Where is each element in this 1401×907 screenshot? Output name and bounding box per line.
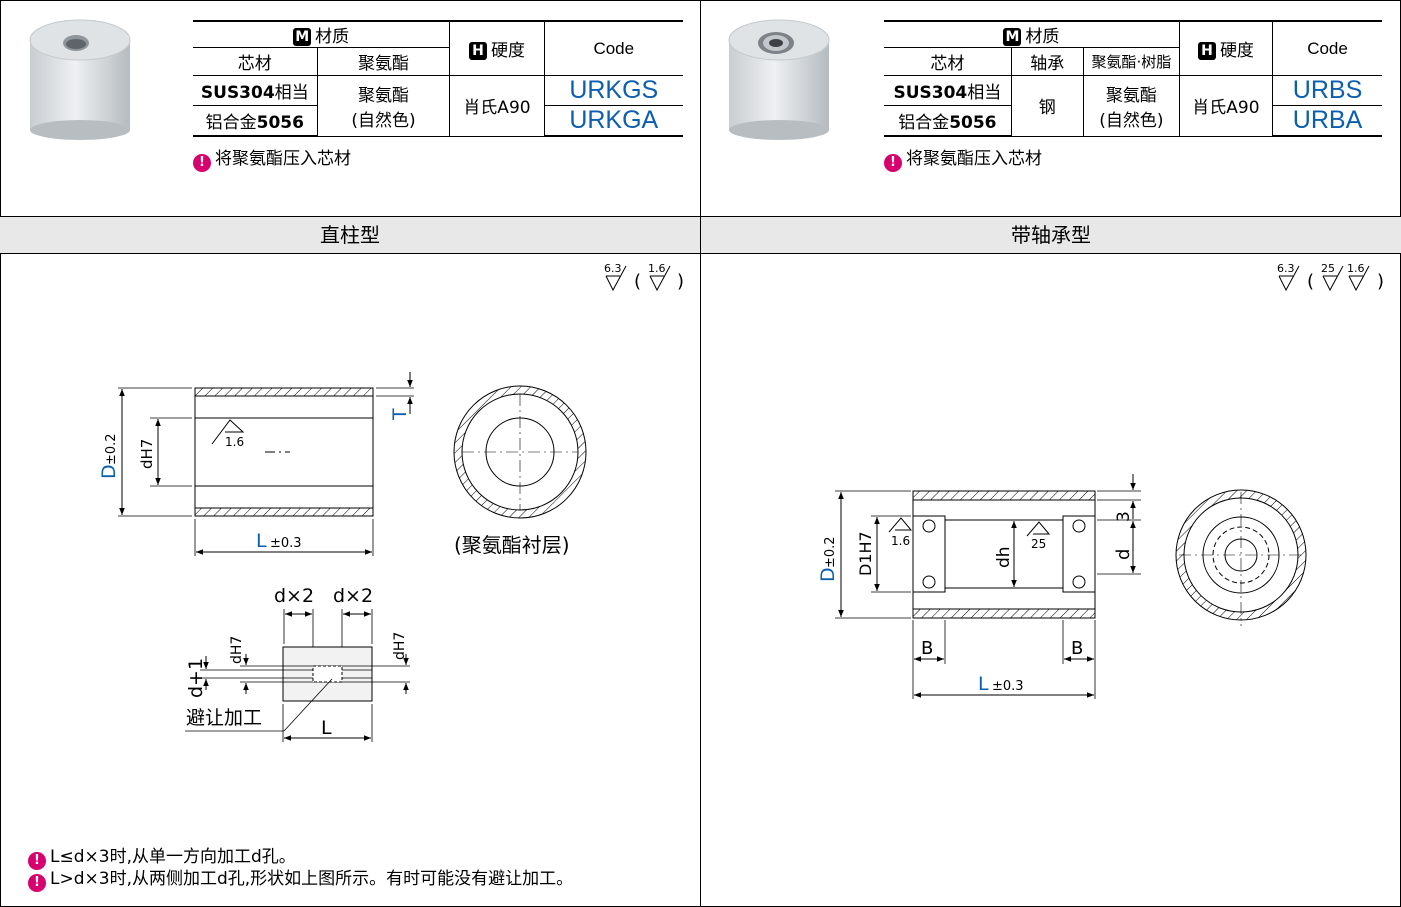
center-divider [700,0,701,907]
svg-text:d×2: d×2 [274,585,314,607]
material-badge: M [1003,28,1022,46]
svg-text:1.6: 1.6 [1347,262,1365,275]
hardness-value: 肖氏A90 [449,75,545,137]
warning-icon: ! [28,852,46,870]
drawing-straight: 6.3 ( 1.6 ) 1.6 D ±0.2 dH7 T L ±0.3 [98,262,684,742]
core-sus304: SUS304相当 [193,75,318,106]
bearing-end-view [1175,489,1307,626]
svg-text:(: ( [634,271,641,292]
caption-pu-lining: (聚氨酯衬层) [454,533,570,557]
svg-text:dh: dh [994,546,1014,568]
hardness-badge: H [468,42,487,60]
svg-text:1.6: 1.6 [648,262,666,275]
straight-end-view [453,385,587,519]
note-press-fit-left: !将聚氨酯压入芯材 [193,144,351,172]
dim-D1H7: D1H7 [856,531,875,576]
dim-dH7: dH7 [138,439,156,469]
section-title-bearing: 带轴承型 [1011,223,1091,247]
roughness-symbol: 6.3 ( 25 1.6 ) [1277,262,1384,292]
dim-B-right: B [1071,638,1083,659]
svg-text:±0.2: ±0.2 [823,536,838,568]
two-side-hole-detail: d×2 d×2 dH7 d+1 dH7 避让加工 L [185,585,410,742]
svg-text:6.3: 6.3 [604,262,622,275]
pu-value: 聚氨酯(自然色) [1082,75,1180,137]
svg-text:±0.3: ±0.3 [992,679,1024,694]
svg-text:L: L [256,530,267,552]
dim-d: d [1113,549,1134,560]
svg-text:D: D [98,464,120,479]
hardness-badge: H [1197,42,1216,60]
drawing-bearing: 6.3 ( 25 1.6 ) 1.6 25 dh D ±0.2 D1H7 [817,262,1384,699]
code-urkga: URKGA [543,105,683,137]
code-urba: URBA [1272,105,1382,137]
core-al5056: 铝合金5056 [884,105,1012,137]
svg-text:1.6: 1.6 [225,435,244,449]
svg-text:d×2: d×2 [333,585,373,607]
band-divider [700,217,701,253]
svg-text:D: D [817,567,839,582]
code-urkgs: URKGS [543,75,683,106]
svg-text:dH7: dH7 [392,632,408,660]
svg-text:): ) [1377,271,1384,292]
band-bottom-rule [0,253,1401,254]
pu-value: 聚氨酯(自然色) [316,75,450,137]
svg-text:25: 25 [1321,262,1335,275]
roller-photo-straight [29,19,131,140]
warning-icon: ! [28,874,46,892]
dim-B-left: B [921,638,933,659]
bearing-value: 钢 [1010,75,1084,137]
svg-text:25: 25 [1031,537,1046,551]
svg-text:dH7: dH7 [229,636,245,664]
core-sus304: SUS304相当 [884,75,1012,106]
dim-D: D ±0.2 [98,433,120,479]
svg-text:±0.2: ±0.2 [104,433,119,465]
code-urbs: URBS [1272,75,1382,106]
band-top-rule [0,216,1401,217]
svg-text:L: L [321,717,332,739]
section-title-straight: 直柱型 [320,223,380,247]
warning-icon: ! [193,154,211,172]
hardness-value: 肖氏A90 [1178,75,1273,137]
dim-L: L ±0.3 [256,530,302,552]
note-two-side: !L>d×3时,从两侧加工d孔,形状如上图所示。有时可能没有避让加工。 [28,864,573,892]
material-badge: M [293,28,312,46]
svg-text:1.6: 1.6 [891,534,910,548]
dim-L: L ±0.3 [978,673,1024,695]
straight-section-view: 1.6 [194,387,374,517]
svg-text:(: ( [1307,271,1314,292]
svg-text:): ) [677,271,684,292]
dim-D: D ±0.2 [817,536,839,582]
svg-text:避让加工: 避让加工 [186,707,262,729]
svg-text:6.3: 6.3 [1277,262,1295,275]
dim-T: T [389,408,411,421]
dim-3: 3 [1114,511,1134,522]
warning-icon: ! [884,154,902,172]
roughness-symbol: 6.3 ( 1.6 ) [604,262,684,292]
bearing-section-view: 1.6 25 dh [888,490,1096,619]
svg-text:L: L [978,673,989,695]
note-single-direction: !L≤d×3时,从单一方向加工d孔。 [28,842,296,870]
core-al5056: 铝合金5056 [193,105,318,137]
svg-text:±0.3: ±0.3 [270,536,302,551]
svg-text:d+1: d+1 [185,658,207,698]
note-press-fit-right: !将聚氨酯压入芯材 [884,144,1042,172]
roller-photo-bearing [728,19,830,140]
